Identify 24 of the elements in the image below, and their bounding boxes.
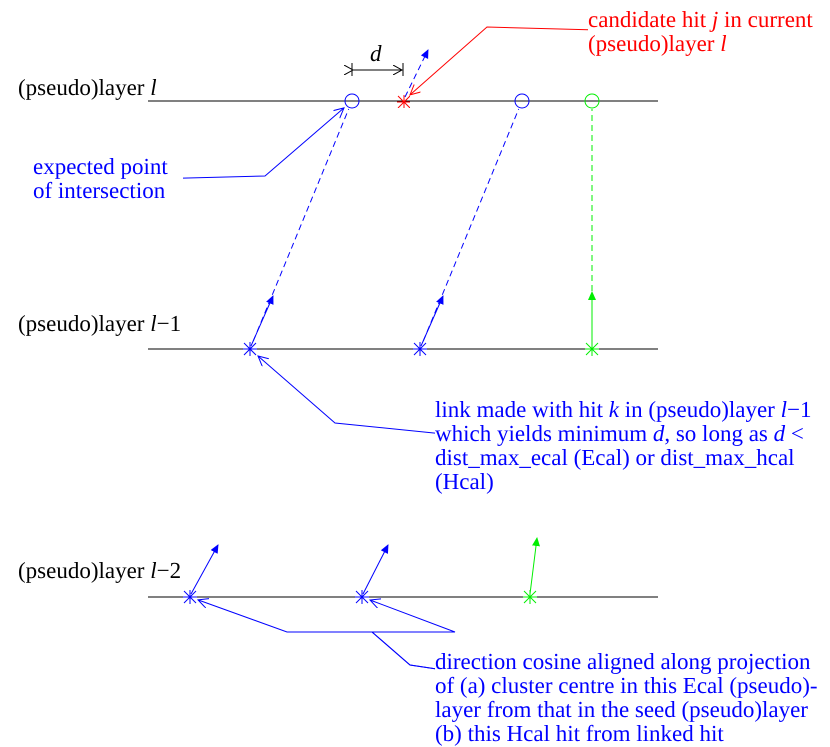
projection-line: [422, 108, 520, 342]
hit-circle: [584, 93, 600, 109]
projection-line: [252, 108, 350, 342]
layer-label: (pseudo)layer l−2: [18, 559, 182, 583]
hit-star: [522, 589, 538, 605]
leader-line: [258, 355, 436, 434]
callout-text: link made with hit k in (pseudo)layer l−1 which yields minimum d, so long as d < dist_max_ecal (Ecal) or dist_max_hcal (Hcal): [435, 398, 827, 494]
leader-line: [370, 598, 456, 670]
callout-text: direction cosine aligned along projection of (a) cluster centre in this Ecal (pseudo)-layer from that in the seed (pseudo)layer (b) this Hcal hit from linked hit: [435, 650, 830, 746]
hit-star: [242, 341, 258, 357]
callout-text: candidate hit j in current (pseudo)layer l: [588, 8, 820, 56]
layer-label: (pseudo)layer l−1: [18, 312, 182, 336]
callout-text: expected point of intersection: [33, 155, 183, 203]
leader-line: [410, 26, 588, 96]
hit-star: [396, 94, 410, 108]
hit-star: [182, 589, 198, 605]
hit-star: [584, 341, 600, 357]
hit-circle: [344, 93, 360, 109]
dimension-label: d: [370, 42, 382, 66]
hit-star: [354, 589, 370, 605]
hit-star: [412, 341, 428, 357]
layer-label: (pseudo)layer l: [18, 76, 157, 100]
leader-line: [182, 107, 344, 179]
hit-circle: [514, 93, 530, 109]
